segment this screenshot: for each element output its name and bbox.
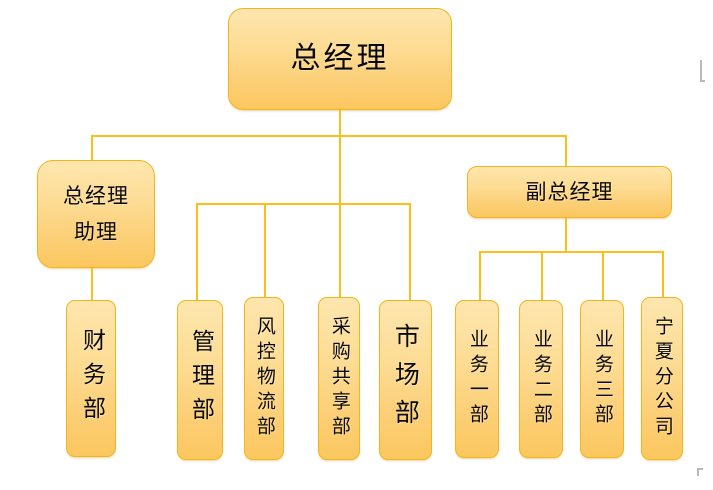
node-finance-dept[interactable]: 财务部 xyxy=(66,300,116,457)
connector-deputy-stem xyxy=(565,218,567,252)
node-gm-assistant-label: 总经理 助理 xyxy=(63,182,129,246)
node-business-dept-3[interactable]: 业务三部 xyxy=(580,300,624,458)
connector-deputy-drop-3 xyxy=(602,251,604,301)
node-general-manager[interactable]: 总经理 xyxy=(228,8,452,110)
connector-center-stem xyxy=(339,135,341,204)
connector-center-drop-2 xyxy=(264,203,266,301)
connector-main-bus xyxy=(91,135,567,137)
node-management-dept-label: 管理部 xyxy=(187,329,214,431)
edge-artifact-top xyxy=(697,60,707,84)
connector-deputy-drop-4 xyxy=(662,251,664,301)
node-risk-logistics-dept-label: 风控物流部 xyxy=(253,316,276,441)
node-business-dept-2-label: 业务二部 xyxy=(530,329,553,429)
connector-assistant-drop xyxy=(91,135,93,161)
node-ningxia-branch-label: 宁夏分公司 xyxy=(651,316,674,441)
connector-center-bus xyxy=(196,203,410,205)
connector-center-drop-4 xyxy=(409,203,411,301)
connector-deputy-drop xyxy=(565,135,567,167)
node-marketing-dept[interactable]: 市场部 xyxy=(379,300,432,460)
node-finance-dept-label: 财务部 xyxy=(78,327,105,430)
node-procurement-sharing-dept[interactable]: 采购共享部 xyxy=(318,297,360,460)
node-marketing-dept-label: 市场部 xyxy=(391,323,421,437)
node-deputy-general-manager-label: 副总经理 xyxy=(525,179,614,204)
node-gm-assistant-label-line2: 助理 xyxy=(74,219,118,244)
node-business-dept-1-label: 业务一部 xyxy=(466,329,489,429)
node-ningxia-branch[interactable]: 宁夏分公司 xyxy=(641,297,683,460)
connector-deputy-drop-2 xyxy=(541,251,543,301)
node-general-manager-label: 总经理 xyxy=(290,40,390,76)
node-business-dept-1[interactable]: 业务一部 xyxy=(455,300,499,458)
connector-root-stem xyxy=(339,110,341,136)
node-procurement-sharing-dept-label: 采购共享部 xyxy=(328,316,351,441)
edge-artifact-bottom xyxy=(697,468,707,480)
node-business-dept-2[interactable]: 业务二部 xyxy=(519,300,563,458)
node-business-dept-3-label: 业务三部 xyxy=(591,329,614,429)
connector-center-drop-3 xyxy=(339,203,341,301)
node-gm-assistant[interactable]: 总经理 助理 xyxy=(37,160,155,268)
node-risk-logistics-dept[interactable]: 风控物流部 xyxy=(244,297,284,460)
node-deputy-general-manager[interactable]: 副总经理 xyxy=(467,166,672,218)
connector-center-drop-1 xyxy=(196,203,198,301)
connector-deputy-drop-1 xyxy=(479,251,481,301)
node-management-dept[interactable]: 管理部 xyxy=(177,300,223,460)
connector-deputy-bus xyxy=(479,251,663,253)
node-gm-assistant-label-line1: 总经理 xyxy=(63,184,129,209)
connector-finance-drop xyxy=(91,268,93,301)
